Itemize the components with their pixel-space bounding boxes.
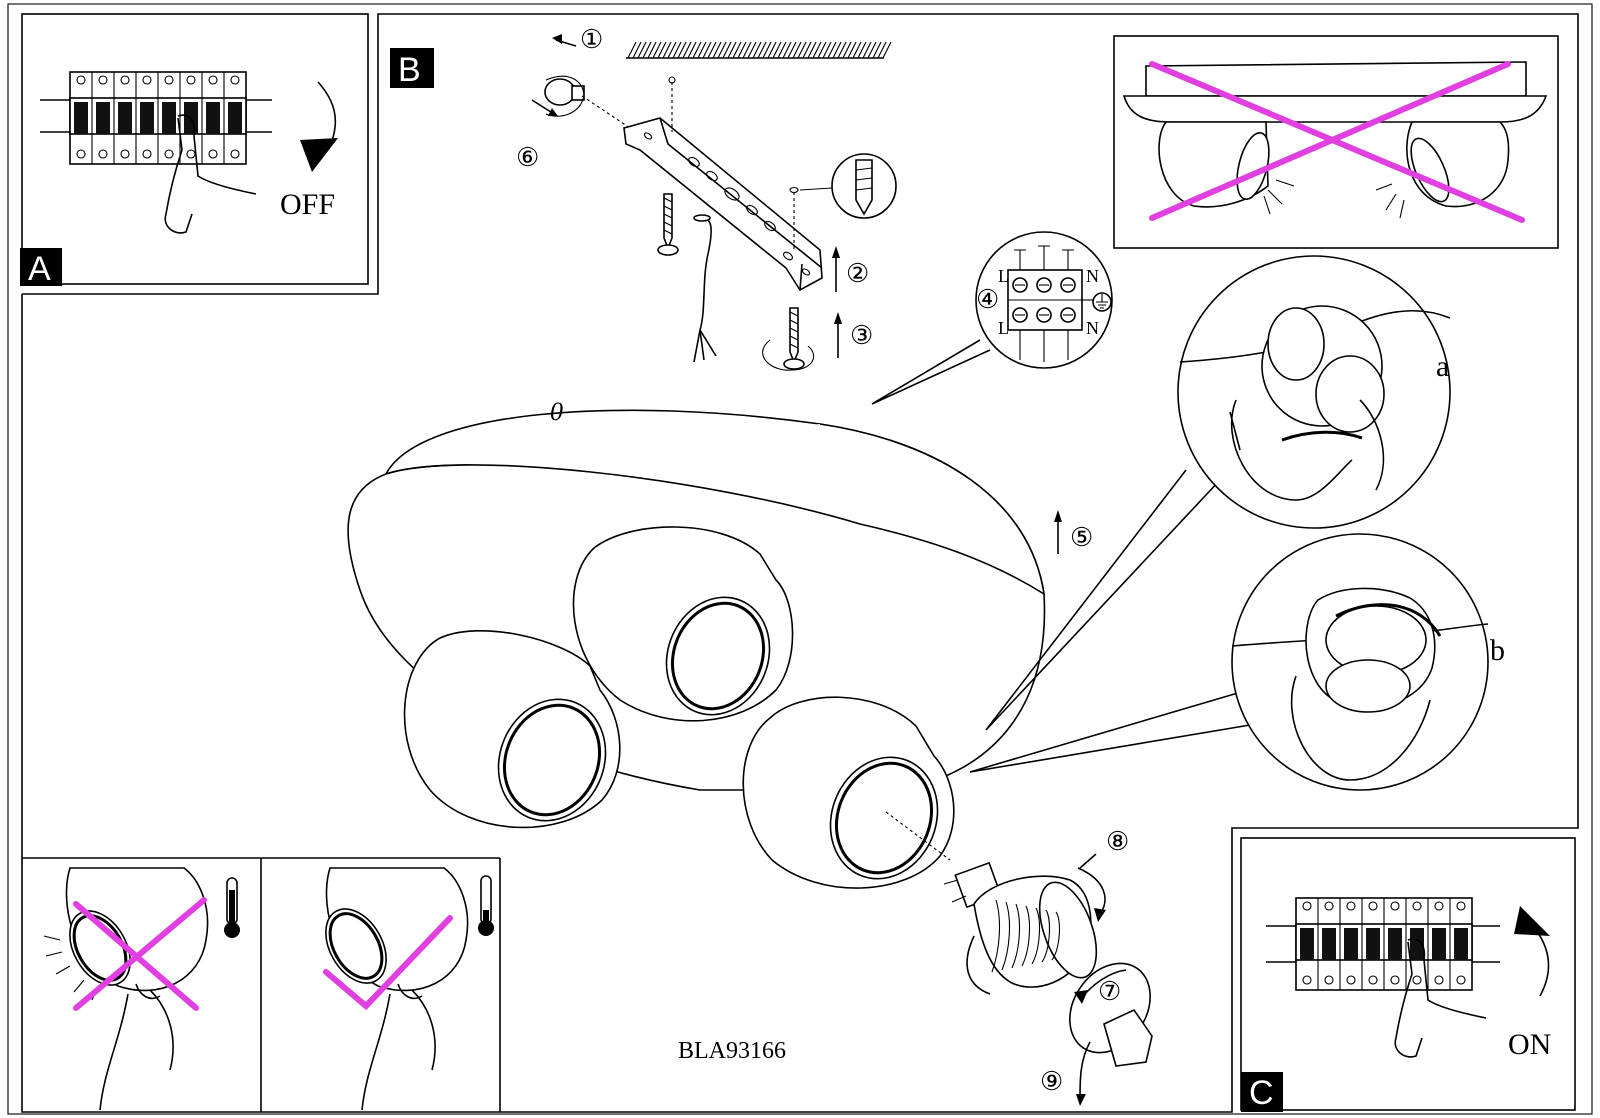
panel-b-label: B <box>398 51 421 89</box>
panel-c: ON C <box>1241 897 1551 1112</box>
wrong-touch-panel <box>43 867 240 1111</box>
step-9: ⑨ <box>1040 1067 1063 1097</box>
arrow-on-icon <box>1535 929 1550 997</box>
arrow-5-head <box>1054 510 1062 522</box>
step-3: ③ <box>850 321 873 351</box>
wall-screw-icon <box>762 307 815 371</box>
arrow-off-icon <box>317 81 337 147</box>
power-cable-icon <box>697 217 712 331</box>
spotlight-left <box>403 630 621 829</box>
detail-a-label: a <box>1436 350 1449 383</box>
hand-icon <box>164 114 257 234</box>
ceiling-icon <box>626 41 892 59</box>
step-2: ② <box>846 259 869 289</box>
correct-touch-panel <box>323 867 494 1111</box>
arrow-head-icon <box>1514 906 1550 936</box>
terminal-n-bottom: N <box>1086 318 1099 338</box>
panel-c-badge <box>1241 1072 1283 1112</box>
terminal-block-callout: L L N N ④ <box>871 231 1113 405</box>
ceiling-light-fixture: 0 ⑤ <box>347 397 1093 889</box>
hand-icon <box>1394 938 1487 1058</box>
wire-ends-icon <box>693 329 717 363</box>
off-label: OFF <box>280 188 335 221</box>
thermometer-icon <box>224 877 240 938</box>
ground-symbol-icon <box>1082 292 1112 312</box>
step-8: ⑧ <box>1106 827 1129 857</box>
page-frames <box>7 3 1593 1115</box>
terminal-l-top: L <box>998 266 1009 286</box>
step-1: ① <box>580 25 603 55</box>
circuit-breaker-icon <box>1266 897 1500 991</box>
panel-a-label: A <box>28 250 51 288</box>
wall-plug-icon <box>799 153 897 219</box>
detail-b-label: b <box>1490 634 1505 667</box>
arrow-9-icon <box>1079 1041 1091 1099</box>
terminal-n-top: N <box>1086 266 1099 286</box>
detail-a-callout: a <box>985 255 1451 731</box>
arrow-7-head <box>1074 990 1088 1004</box>
bulb-ring-icon <box>1069 962 1153 1067</box>
arrow-head-icon <box>300 138 338 172</box>
step-5: ⑤ <box>1070 523 1093 553</box>
arrow-8-head <box>1094 908 1106 922</box>
terminal-l-bottom: L <box>998 318 1009 338</box>
panel-a-badge <box>20 248 62 286</box>
fixture-mark: 0 <box>550 397 563 426</box>
step-6: ⑥ <box>516 143 539 173</box>
panel-a: OFF A <box>20 71 338 288</box>
spotlight-center <box>572 526 794 722</box>
circuit-breaker-icon <box>40 71 272 165</box>
arrow-6-head <box>548 108 558 116</box>
gu10-bulb-icon <box>943 861 1098 995</box>
thermometer-icon <box>478 875 494 936</box>
step-7: ⑦ <box>1098 977 1121 1007</box>
arrow-3-head <box>834 312 842 324</box>
arrow-1-head <box>552 34 562 44</box>
panel-b-badge <box>390 48 434 88</box>
wrong-orientation-panel <box>1113 35 1559 249</box>
step-4: ④ <box>976 285 999 315</box>
wall-screw-icon <box>657 193 679 256</box>
knob-screw-icon <box>544 75 637 133</box>
detail-b-callout: b <box>969 533 1505 791</box>
arrow-2-head <box>832 246 840 258</box>
spotlight-right <box>742 696 955 889</box>
arrow-8-tail <box>1079 853 1097 869</box>
arrow-9-head <box>1076 1094 1086 1106</box>
model-number: BLA93166 <box>678 1038 786 1064</box>
on-label: ON <box>1508 1028 1551 1061</box>
panel-b: B ① ⑥ <box>390 25 897 371</box>
mounting-bracket-icon <box>623 117 823 292</box>
panel-c-label: C <box>1249 1074 1274 1112</box>
